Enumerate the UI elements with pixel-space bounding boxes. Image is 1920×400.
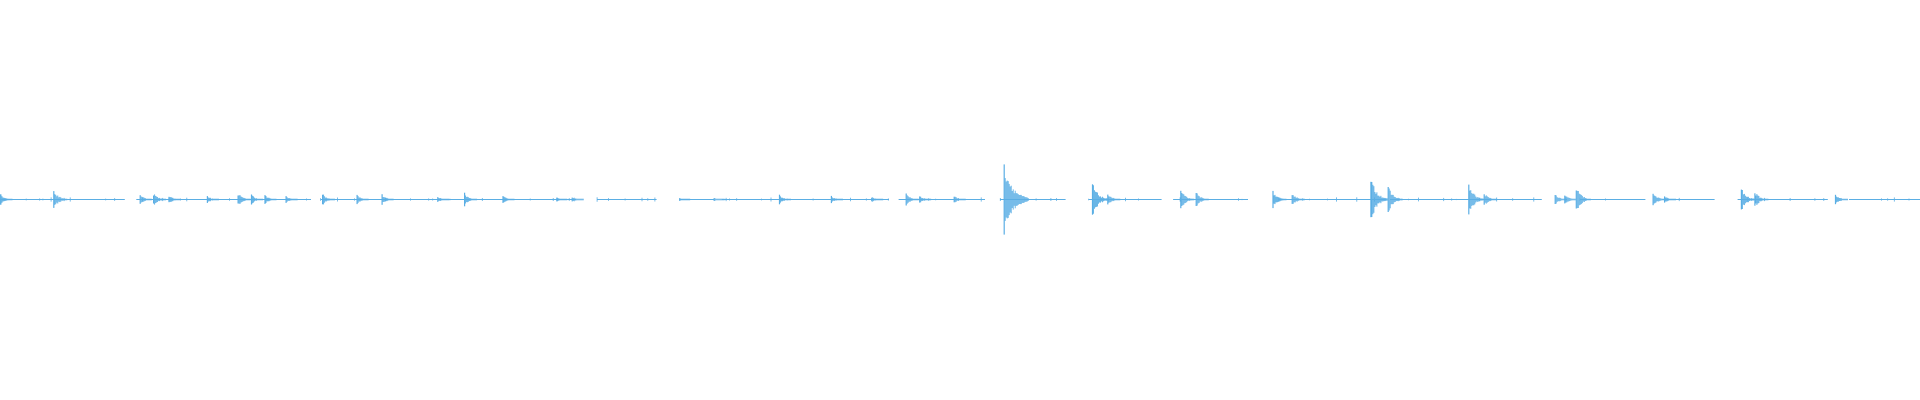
waveform-transient bbox=[1575, 190, 1591, 209]
waveform-transient bbox=[1483, 194, 1497, 205]
waveform-transient bbox=[139, 195, 152, 204]
waveform-transient bbox=[571, 197, 584, 202]
waveform-transient bbox=[464, 192, 478, 207]
waveform-transient bbox=[1564, 195, 1577, 204]
waveform-transient bbox=[1107, 194, 1121, 205]
waveform-transient bbox=[1754, 193, 1769, 206]
waveform-transient bbox=[1740, 189, 1756, 210]
waveform-transient bbox=[264, 195, 277, 204]
waveform-transient bbox=[502, 196, 515, 203]
waveform-transient bbox=[556, 197, 568, 202]
waveform-events bbox=[0, 164, 1848, 235]
waveform-transient bbox=[1370, 181, 1389, 218]
waveform-transient bbox=[953, 196, 966, 203]
waveform-transient bbox=[905, 193, 919, 206]
waveform-transient bbox=[1180, 190, 1195, 209]
waveform-transient bbox=[713, 198, 725, 201]
waveform-transient bbox=[679, 198, 691, 201]
waveform-transient bbox=[206, 196, 219, 203]
waveform-transient bbox=[1003, 164, 1029, 235]
waveform-transient bbox=[250, 194, 263, 205]
waveform-transient bbox=[871, 197, 884, 202]
waveform-transient bbox=[168, 196, 181, 203]
waveform-transient bbox=[1091, 184, 1109, 215]
waveform-transient bbox=[356, 194, 369, 205]
waveform-transient bbox=[1272, 190, 1287, 209]
waveform-transient bbox=[830, 195, 843, 204]
waveform-transient bbox=[778, 194, 791, 205]
waveform-transient bbox=[1652, 193, 1666, 206]
waveform-transient bbox=[1291, 195, 1305, 204]
waveform-transient bbox=[0, 194, 13, 205]
waveform-transient bbox=[322, 194, 336, 205]
waveform-transient bbox=[285, 196, 298, 203]
waveform-transient bbox=[437, 197, 450, 202]
waveform-transient bbox=[1387, 187, 1403, 212]
waveform-transient bbox=[1468, 184, 1485, 215]
waveform-transient bbox=[1195, 193, 1209, 206]
waveform-transient bbox=[1834, 194, 1848, 205]
waveform-transient bbox=[919, 196, 932, 203]
waveform-transient bbox=[1663, 196, 1677, 203]
waveform-transient bbox=[381, 194, 394, 205]
waveform-transient bbox=[237, 195, 251, 204]
waveform-transient bbox=[53, 191, 68, 208]
waveform-transient bbox=[153, 194, 167, 205]
